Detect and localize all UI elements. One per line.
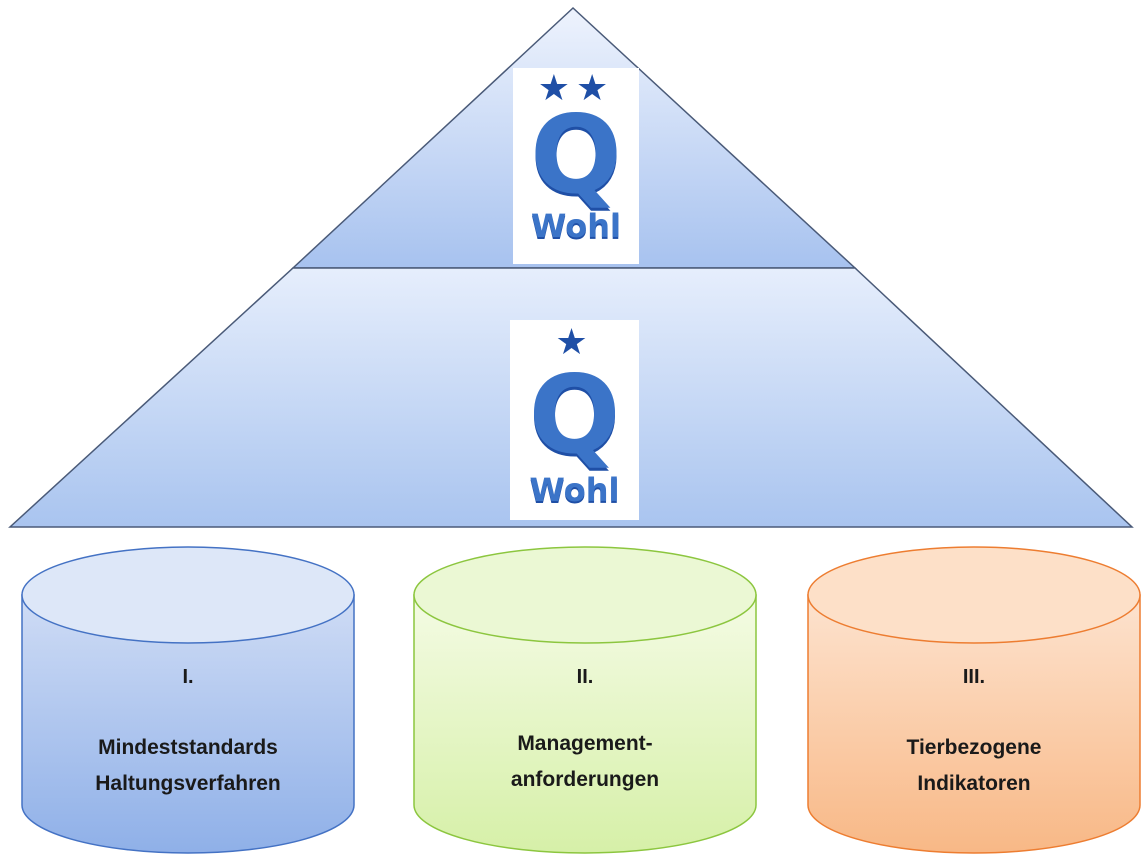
pillar-2-line-1: Management- [517,732,653,755]
pillar-1-numeral: I. [182,666,194,688]
wohl-word: Wohl [529,471,620,509]
star-icon: ★ [555,321,594,362]
qwohl-logo-one-star: ★ Q Wohl [510,320,639,520]
pillar-3-line-2: Indikatoren [917,772,1031,795]
pillar-3-cylinder [807,546,1141,854]
qwohl-logo-two-star: ★★ Q Wohl [513,68,639,264]
pillar-3-numeral: III. [962,666,986,688]
pillar-3-line-1: Tierbezogene [906,736,1042,759]
pillar-1-line-1: Mindeststandards [98,736,278,759]
q-letter: Q [530,93,622,218]
pillar-1-line-2: Haltungsverfahren [95,772,281,795]
pillar-2-line-2: anforderungen [510,768,660,791]
star-icon: ★★ [537,67,615,108]
q-letter: Q [528,353,621,478]
wohl-word: Wohl [531,207,621,245]
pillar-1-cylinder [21,546,355,854]
pillar-2-numeral: II. [576,666,594,688]
pillar-2-cylinder [413,546,757,854]
